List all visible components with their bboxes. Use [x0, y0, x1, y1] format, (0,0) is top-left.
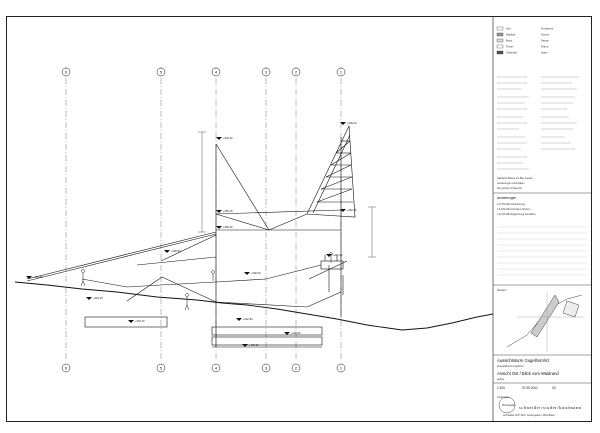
terrain-line — [14, 281, 494, 331]
elevation-marker: +452.75 — [347, 208, 357, 212]
stamp-text: Planfreigabe — [502, 404, 516, 407]
elevation-marker: +440.10 — [249, 343, 259, 347]
viewing-platform — [308, 255, 348, 280]
axis-label-bottom: 1 — [340, 366, 343, 371]
format-label: A1/A2 quer — [497, 396, 509, 399]
legend-item: Gelaender — [506, 52, 517, 55]
axis-label-top: 2 — [295, 70, 298, 75]
legend-group-elements: Fundament Stuetze Rampe Podest Spitze — [541, 28, 553, 55]
date-label: 07.09.2011 — [522, 386, 538, 390]
title-block: Holz Stahlbau Beton Terrain Gelaender Fu… — [492, 17, 591, 421]
elevation-marker: +455.10 — [223, 209, 233, 213]
legend-item: Stahlbau — [506, 34, 516, 37]
legend-item: Fundament — [541, 28, 553, 31]
scale-label: 1:100 — [497, 386, 505, 390]
note-line: Sämtliche Masse am Bau pruefen — [497, 177, 534, 180]
elevation-marker: +442.90 — [243, 317, 253, 321]
legend-item: Spitze — [541, 52, 548, 55]
elevation-marker: +441.25 — [291, 331, 301, 335]
legend-item: Rampe — [541, 40, 549, 43]
elevation-marker: +443.70 — [135, 319, 145, 323]
revision-row: c 21.09.2011 Ergaenzung Fundation — [497, 213, 536, 216]
legend-item: Podest — [541, 46, 549, 49]
project-title: Aussichtsturm Gugelhorn/Kt — [497, 358, 550, 363]
axis-label-top: 6 — [65, 70, 68, 75]
axis-label-top: 5 — [160, 70, 163, 75]
support-columns — [215, 137, 344, 347]
elevation-marker: +447.60 — [333, 253, 343, 257]
elevation-markers: +461.40 +459.20 +455.10 +452.75 +450.30 … — [26, 121, 357, 347]
revision-row: a 07.09.2011 Ausfuehrung — [497, 203, 526, 206]
sheet-subtitle: Aufriss — [497, 378, 505, 381]
legend-item: Holz — [506, 28, 512, 31]
elevation-marker: +445.80 — [33, 275, 43, 279]
foundation-slabs — [84, 316, 323, 348]
office-address: Architekten ETH SIA / Gerbergasse / 4001… — [503, 414, 555, 417]
sheet-title: Ansicht Ost / Blick vom Waldrand — [497, 371, 559, 376]
axis-label-bottom: 4 — [215, 366, 218, 371]
axis-label-top: 3 — [265, 70, 268, 75]
drawing-number: 24 — [552, 386, 556, 390]
human-figure-icon — [80, 252, 333, 311]
stamp-icon: Planfreigabe — [498, 396, 516, 414]
project-subtitle: Aussichtsturm Gugelhorn — [497, 365, 525, 368]
ramp-structure — [26, 143, 342, 308]
elevation-marker: +450.30 — [223, 225, 233, 229]
axis-label-top: 4 — [215, 70, 218, 75]
drawing-sheet: 6 5 4 3 2 1 6 5 4 3 2 1 — [6, 16, 592, 422]
keyplan-label: Situation — [497, 289, 507, 292]
elevation-marker: +448.90 — [171, 249, 181, 253]
office-name: schneider/studer/kaufmann — [519, 405, 582, 410]
axis-label-bottom: 6 — [65, 366, 68, 371]
dimension-lines — [198, 131, 376, 258]
tower-spike — [306, 124, 356, 218]
keyplan-drawing — [506, 292, 585, 352]
axis-label-bottom: 3 — [265, 366, 268, 371]
note-line: Nur gueltig mit Stempel — [497, 187, 522, 190]
legend-item: Terrain — [506, 46, 514, 49]
axis-label-bottom: 2 — [295, 366, 298, 371]
axis-label-bottom: 5 — [160, 366, 163, 371]
elevation-drawing: 6 5 4 3 2 1 6 5 4 3 2 1 — [14, 17, 591, 421]
note-line: Aenderungen vorbehalten — [497, 182, 525, 185]
revisions-header: Aenderungen — [497, 196, 516, 200]
legend-item: Beton — [506, 40, 513, 43]
elevation-marker: +459.20 — [347, 121, 357, 125]
elevation-marker: +446.20 — [251, 271, 261, 275]
axis-label-top: 1 — [340, 70, 343, 75]
legend-item: Stuetze — [541, 34, 550, 37]
revision-row: b 14.09.2011 Korrektur Hoehen — [497, 208, 531, 211]
elevation-marker: +461.40 — [223, 136, 233, 140]
elevation-marker: +444.15 — [93, 296, 103, 300]
legend-group-materials: Holz Stahlbau Beton Terrain Gelaender — [496, 26, 517, 55]
